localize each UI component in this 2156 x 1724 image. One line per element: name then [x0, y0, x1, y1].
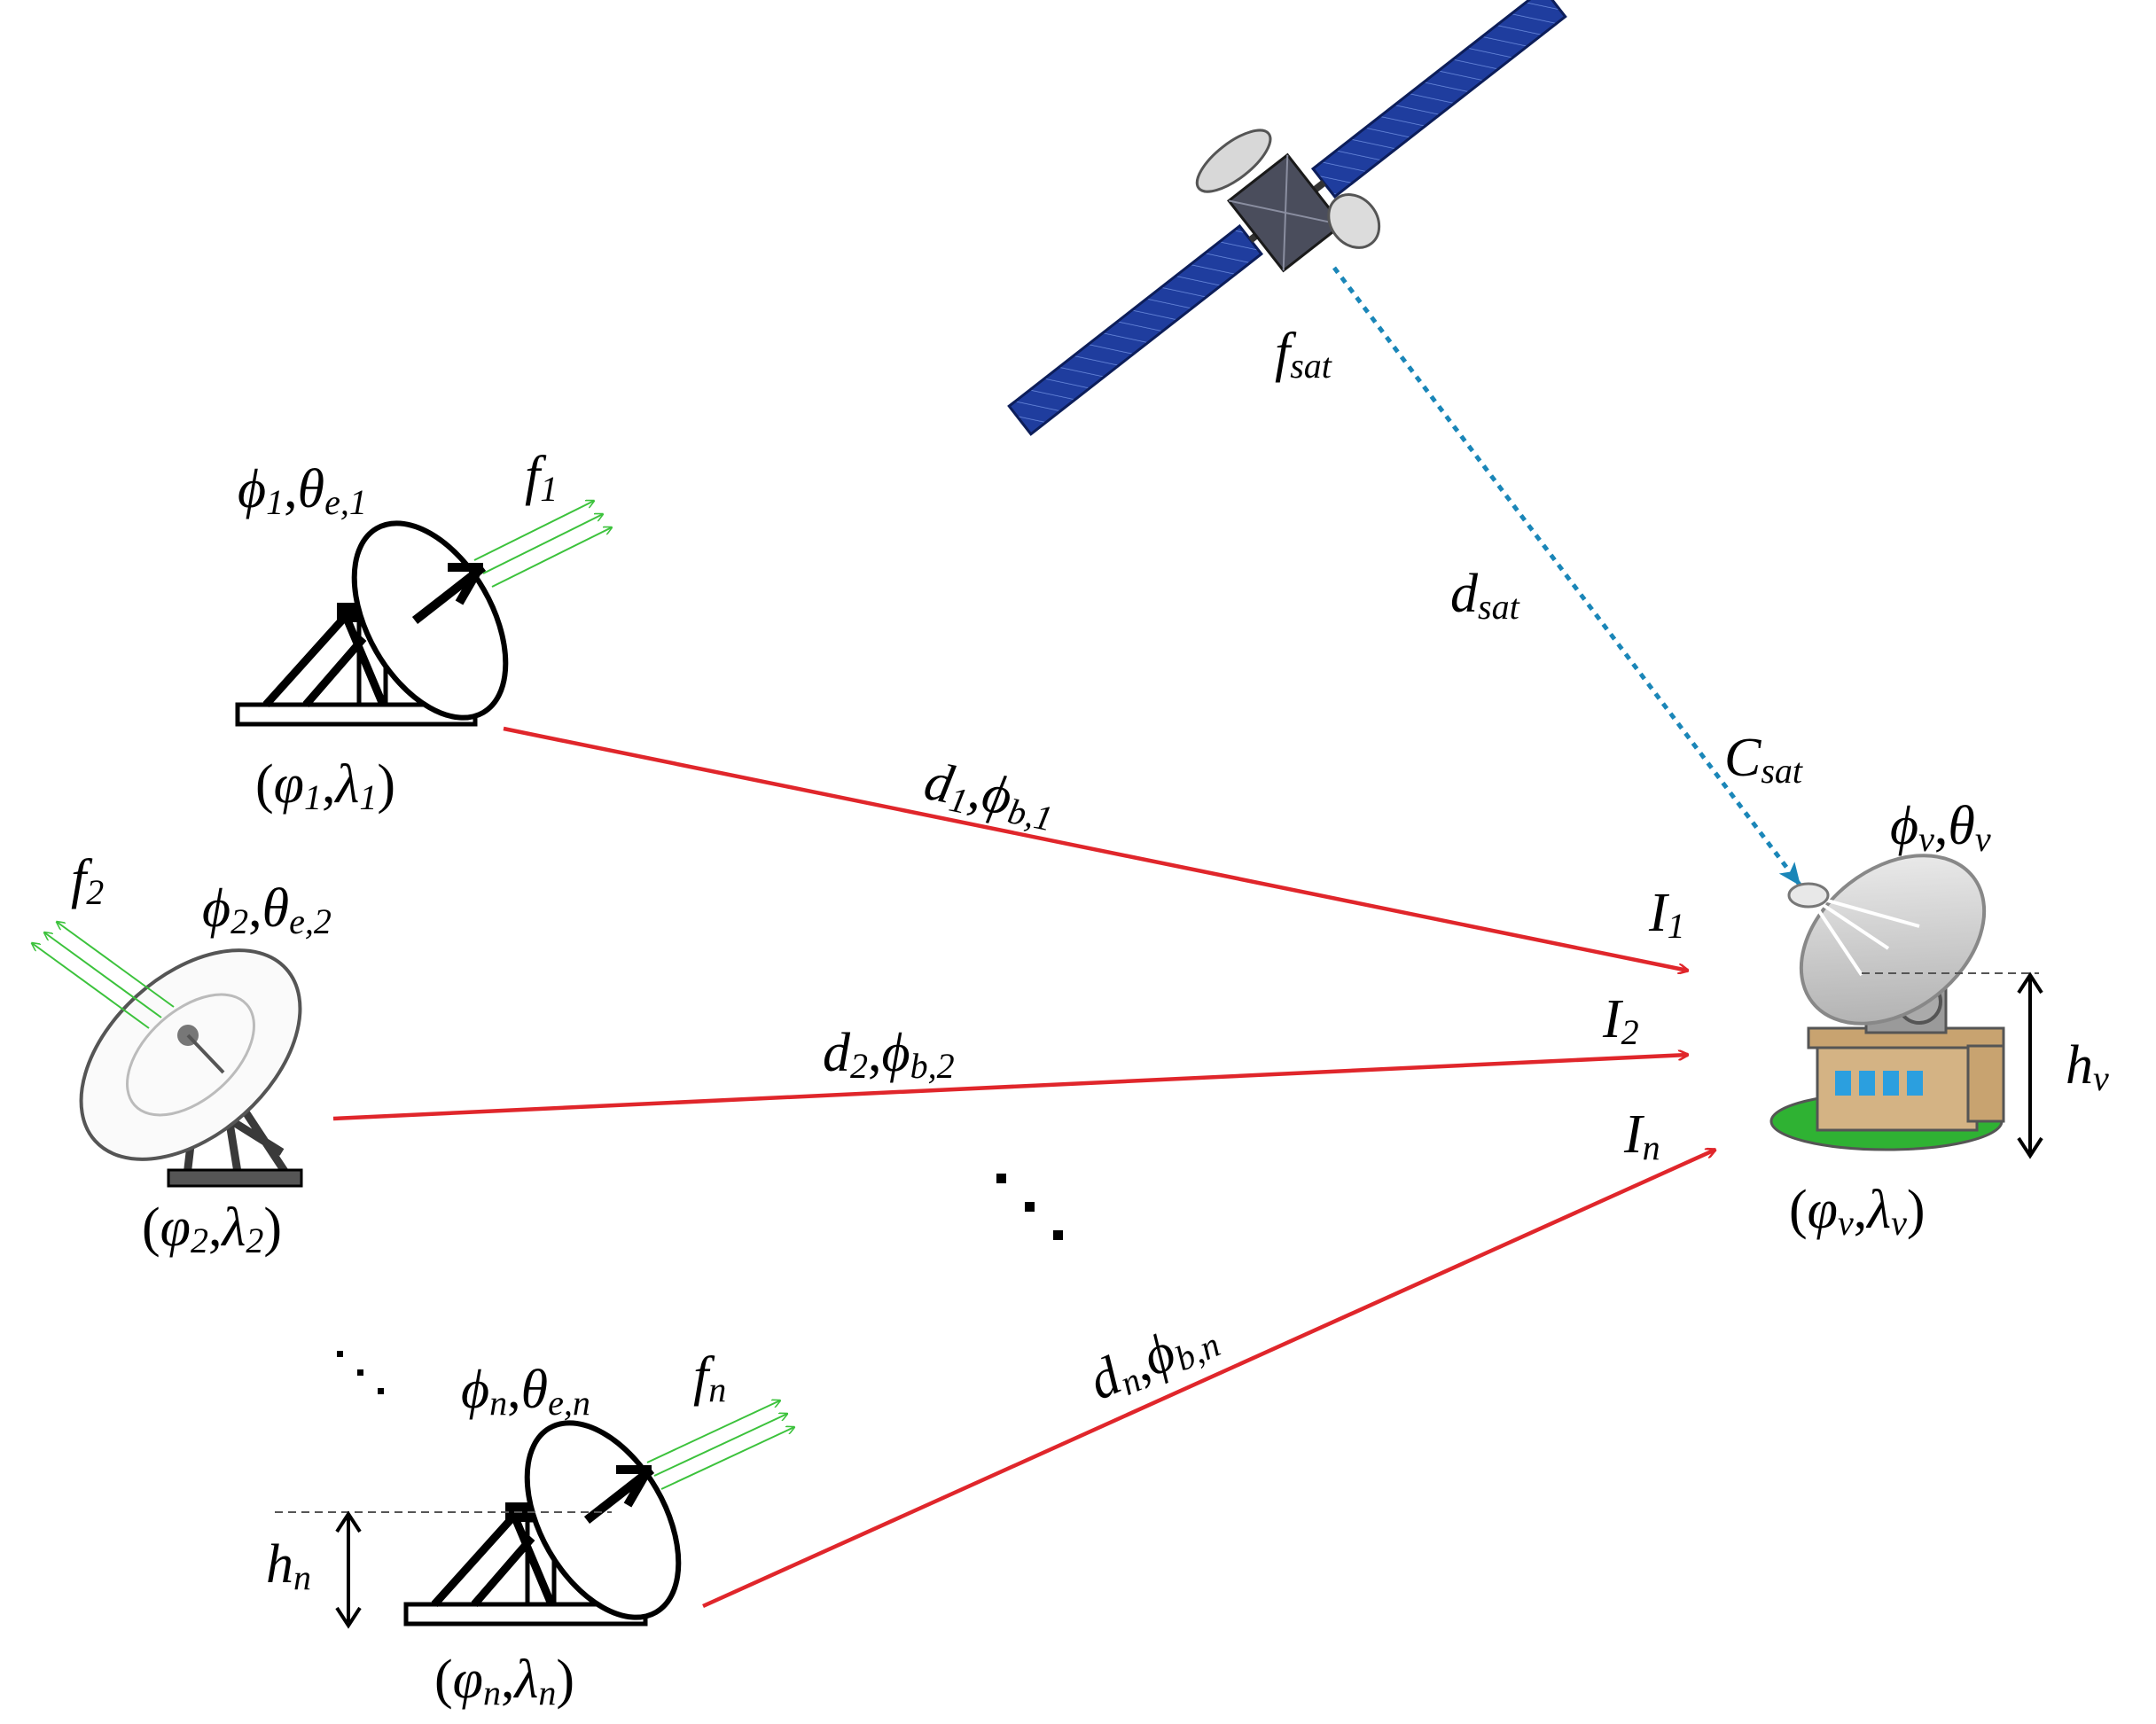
label-orient-2: ϕ2,θe,2	[202, 878, 332, 941]
transmit-beam-2	[32, 922, 175, 1029]
satellite-link	[1332, 266, 1801, 886]
label-i-n: In	[1623, 1104, 1660, 1167]
transmit-beam-n	[646, 1400, 794, 1490]
ellipsis-dots-stations	[337, 1351, 384, 1394]
label-link-2: d2,ϕb,2	[823, 1023, 955, 1086]
victim-earth-station-icon	[1769, 854, 2005, 1151]
label-coord-n: (φn,λn)	[434, 1650, 574, 1712]
label-coord-2: (φ2,λ2)	[142, 1197, 282, 1260]
dish-antenna-icon	[403, 1420, 682, 1626]
label-orient-1: ϕ1,θe,1	[238, 459, 367, 522]
label-f-1: f1	[525, 446, 558, 509]
label-orient-n: ϕn,θe,n	[461, 1360, 590, 1423]
label-orient-v: ϕv,θv	[1890, 796, 1991, 859]
label-link-n: dn,ϕb,n	[1080, 1303, 1226, 1414]
label-c-sat: Csat	[1724, 728, 1803, 791]
label-f-sat: fsat	[1275, 323, 1332, 386]
label-d-sat: dsat	[1450, 564, 1520, 627]
label-f-n: fn	[693, 1346, 726, 1409]
label-coord-v: (φv,λv)	[1789, 1180, 1926, 1243]
ellipsis-dots-links	[996, 1174, 1063, 1240]
satellite-icon	[1007, 0, 1567, 436]
height-marker-n	[275, 1510, 612, 1629]
transmit-beam-1	[473, 501, 612, 588]
label-h-n: hn	[266, 1534, 311, 1597]
interference-link-1	[503, 726, 1688, 971]
label-h-v: hv	[2066, 1035, 2109, 1098]
label-i-2: I2	[1602, 989, 1639, 1052]
dish-antenna-icon	[79, 948, 303, 1188]
dish-antenna-icon	[235, 520, 509, 727]
label-i-1: I1	[1648, 883, 1685, 946]
label-coord-1: (φ1,λ1)	[255, 754, 395, 817]
interference-link-n	[702, 1150, 1715, 1609]
height-marker-v	[1862, 971, 2043, 1159]
label-link-1: d1,ϕb,1	[919, 751, 1061, 839]
interference-link-2	[332, 1055, 1688, 1121]
label-f-2: f2	[71, 849, 104, 912]
